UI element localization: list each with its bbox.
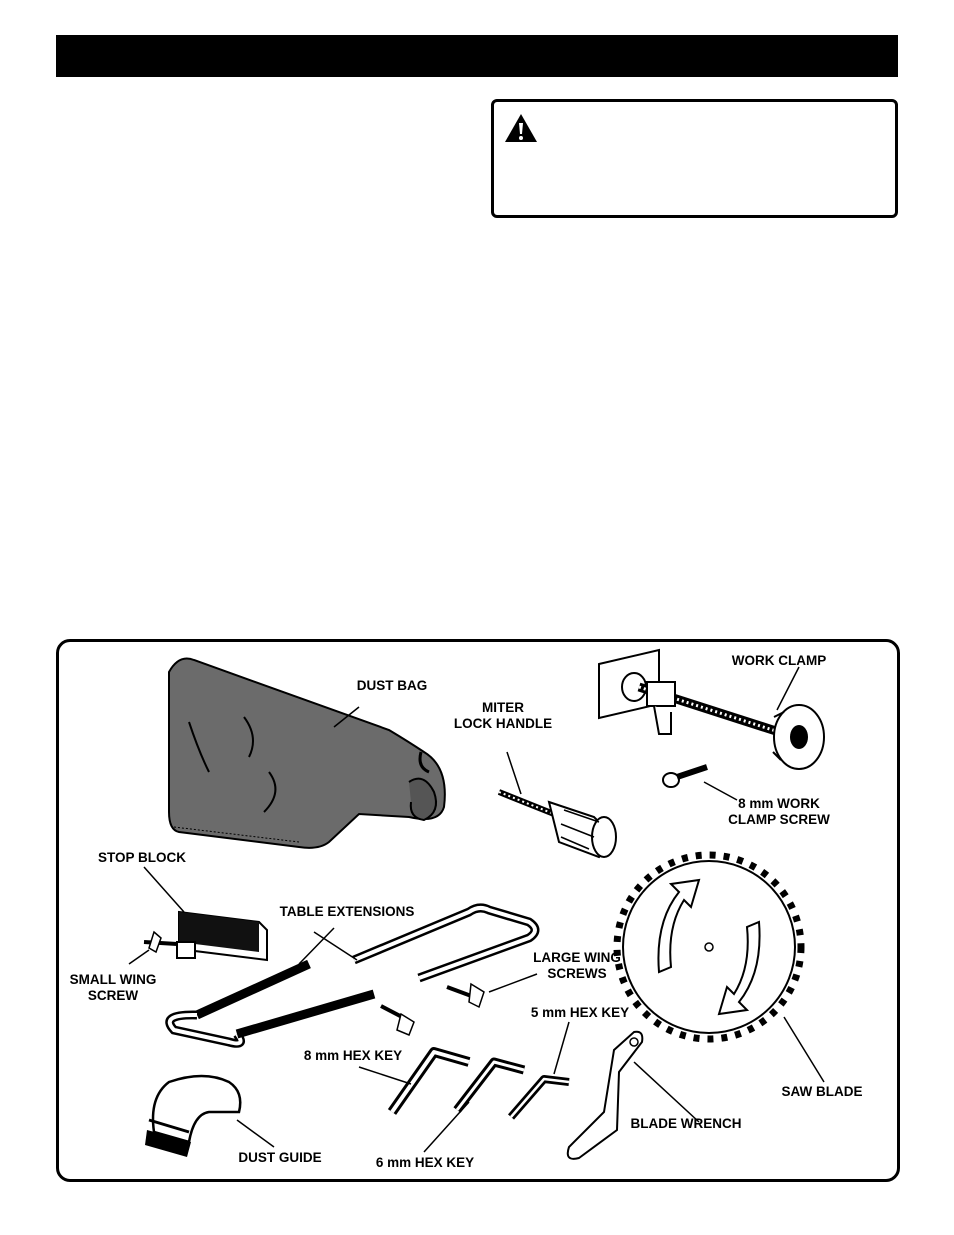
work-clamp-screw-illustration: [662, 764, 738, 801]
label-large-wing-screws: LARGE WING SCREWS: [533, 950, 621, 981]
label-saw-blade: SAW BLADE: [781, 1084, 863, 1099]
parts-illustration: [128, 648, 825, 1160]
saw-blade-illustration: [613, 851, 825, 1083]
blade-wrench-illustration: [566, 1030, 700, 1160]
warning-triangle-icon: [505, 114, 537, 142]
label-dust-bag: DUST BAG: [356, 678, 428, 693]
label-8mm-hex-key: 8 mm HEX KEY: [303, 1048, 403, 1063]
label-blade-wrench: BLADE WRENCH: [630, 1116, 742, 1131]
label-miter-lock-handle: MITER LOCK HANDLE: [453, 700, 553, 731]
label-work-clamp: WORK CLAMP: [731, 653, 827, 668]
warning-box: [491, 99, 898, 218]
dust-guide-illustration: [145, 1074, 275, 1157]
work-clamp-illustration: [598, 648, 825, 770]
label-small-wing-screw: SMALL WING SCREW: [69, 972, 157, 1003]
label-5mm-hex-key: 5 mm HEX KEY: [530, 1005, 630, 1020]
miter-lock-handle-illustration: [497, 751, 617, 859]
label-work-clamp-screw: 8 mm WORK CLAMP SCREW: [728, 796, 830, 827]
label-table-extensions: TABLE EXTENSIONS: [279, 904, 415, 919]
large-wing-screws-illustration: [380, 973, 538, 1036]
section-header-bar: [56, 35, 898, 77]
label-dust-guide: DUST GUIDE: [238, 1150, 322, 1165]
dust-bag-illustration: [168, 657, 446, 849]
label-stop-block: STOP BLOCK: [97, 850, 187, 865]
hex-keys-illustration: [358, 1021, 570, 1153]
stop-block-illustration: [143, 866, 268, 962]
label-6mm-hex-key: 6 mm HEX KEY: [375, 1155, 475, 1170]
small-wing-screw-illustration: [128, 930, 178, 965]
parts-illustration-panel: DUST BAG MITER LOCK HANDLE WORK CLAMP 8 …: [56, 639, 900, 1182]
table-extensions-illustration: [165, 903, 540, 1048]
